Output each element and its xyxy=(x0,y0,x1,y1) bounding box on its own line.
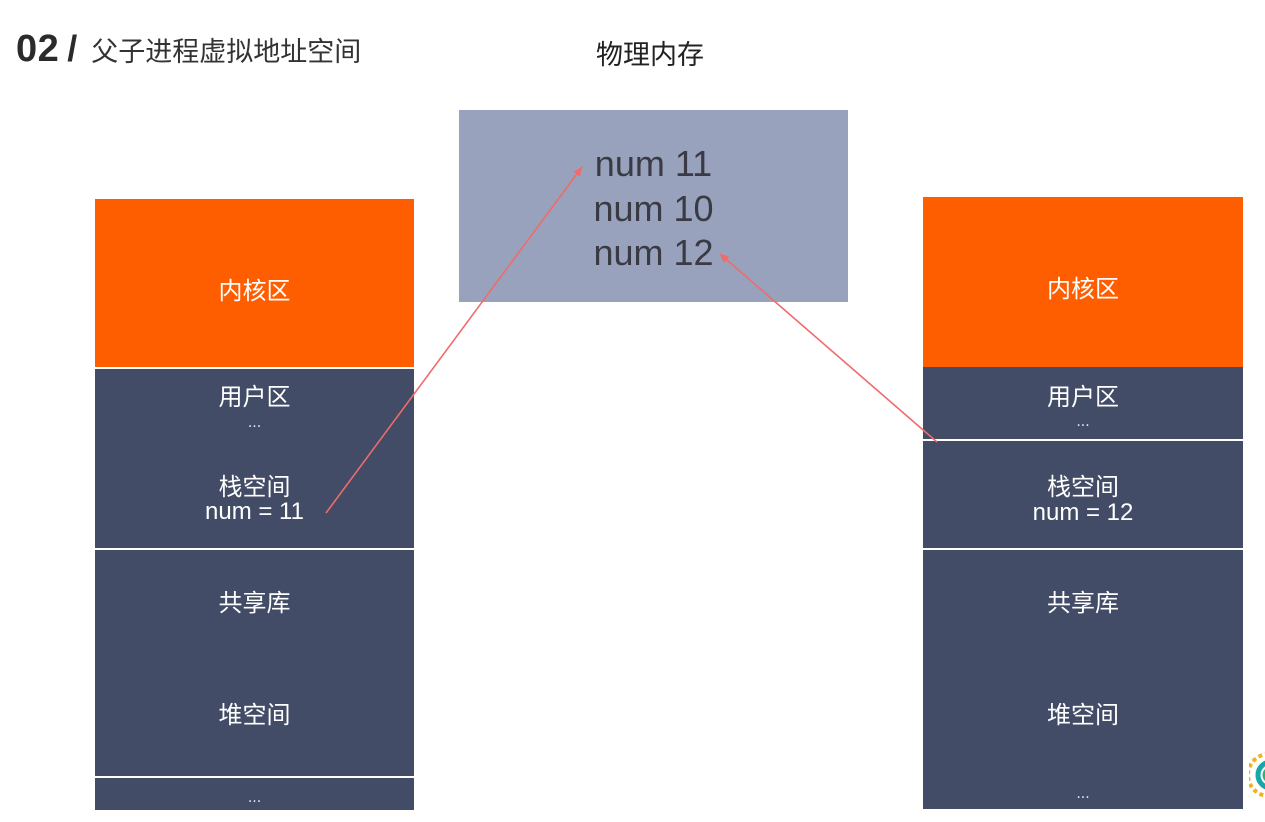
physical-line-num12: num 12 xyxy=(593,232,714,273)
section-number: 02 xyxy=(16,28,60,70)
parent-shared-label: 共享库 xyxy=(218,589,291,617)
parent-heap-label: 堆空间 xyxy=(218,701,291,729)
slide-header: 02 / 父子进程虚拟地址空间 xyxy=(16,28,361,71)
parent-shared-heap-segment: 共享库 堆空间 xyxy=(95,550,414,776)
section-slash: / xyxy=(67,28,78,69)
physical-memory-box: num 11 num 10 num 12 xyxy=(459,110,848,302)
parent-kernel-segment: 内核区 xyxy=(95,199,414,367)
parent-user-label: 用户区 xyxy=(218,383,291,411)
physical-line-num11: num 11 xyxy=(594,143,713,184)
child-user-dots: ... xyxy=(1076,414,1090,430)
parent-process-column: 内核区 用户区 ... 栈空间 num = 11 共享库 堆空间 ... xyxy=(95,199,414,810)
child-process-column: 内核区 用户区 ... 栈空间 num = 12 共享库 堆空间 ... xyxy=(923,197,1243,809)
child-kernel-segment: 内核区 xyxy=(923,197,1243,367)
parent-stack-value: num = 11 xyxy=(205,498,304,525)
parent-mapping-arrow xyxy=(325,166,583,514)
child-shared-label: 共享库 xyxy=(1047,589,1119,617)
slide-title: 父子进程虚拟地址空间 xyxy=(91,37,362,68)
parent-bottom-dots: ... xyxy=(247,790,262,806)
child-stack-label: 栈空间 xyxy=(1047,473,1119,501)
parent-user-stack-segment: 用户区 ... 栈空间 num = 11 xyxy=(95,369,414,548)
child-bottom-dots: ... xyxy=(1076,786,1090,802)
physical-line-num10: num 10 xyxy=(593,188,714,229)
parent-user-dots: ... xyxy=(247,415,262,431)
physical-memory-title: 物理内存 xyxy=(596,40,704,71)
child-mapping-arrow xyxy=(719,253,938,443)
brand-logo xyxy=(1249,752,1265,798)
child-shared-heap-segment: 共享库 堆空间 ... xyxy=(923,550,1243,809)
parent-bottom-segment: ... xyxy=(95,778,414,810)
child-user-label: 用户区 xyxy=(1047,383,1119,411)
child-kernel-label: 内核区 xyxy=(1047,275,1119,303)
child-heap-label: 堆空间 xyxy=(1047,701,1119,729)
parent-stack-label: 栈空间 xyxy=(218,473,291,501)
child-stack-segment: 栈空间 num = 12 xyxy=(923,441,1243,548)
child-user-segment: 用户区 ... xyxy=(923,367,1243,439)
parent-kernel-label: 内核区 xyxy=(218,277,291,305)
child-stack-value: num = 12 xyxy=(1032,499,1134,526)
